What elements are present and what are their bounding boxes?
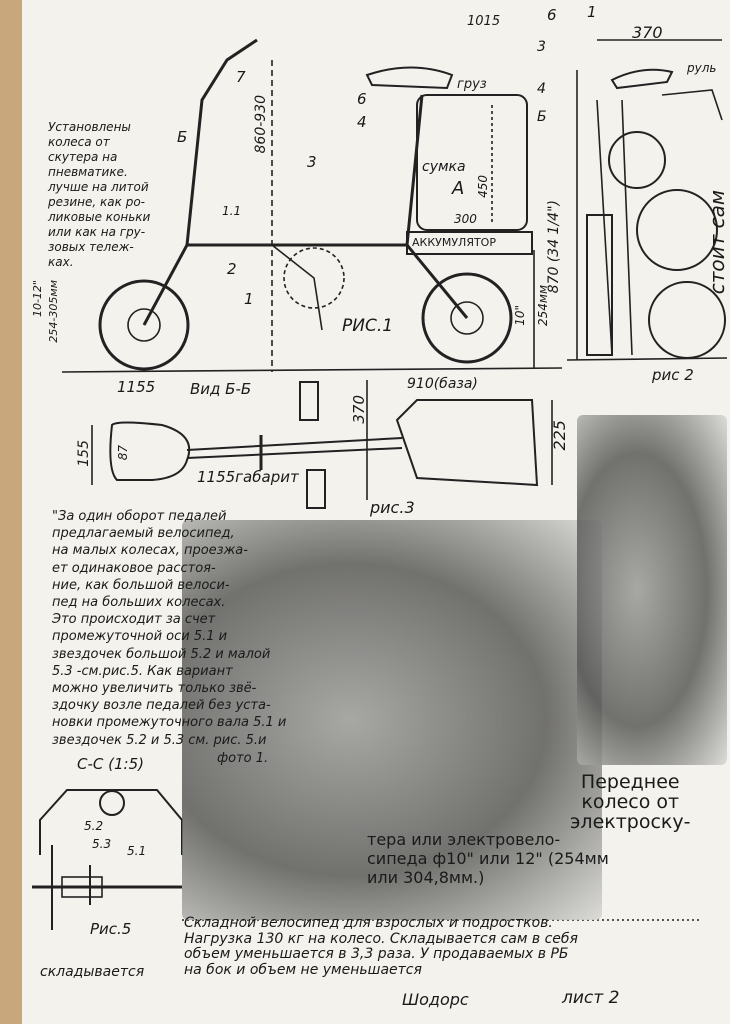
bag	[416, 94, 528, 231]
fig1-caption: РИС.1	[342, 316, 394, 336]
chain-line	[271, 244, 323, 331]
ground-line	[61, 367, 563, 373]
fig2-label-b: Б	[537, 109, 547, 125]
front-wheel-note-bottom: тера или электровело- сипеда ф10" или 12…	[367, 830, 609, 887]
chainring	[283, 247, 345, 309]
dim-1155: 1155	[117, 378, 156, 396]
fig3-dim-370: 370	[350, 395, 368, 424]
folded-bicycle-side-photo	[577, 415, 727, 765]
folded-bicycle-photo	[182, 520, 602, 920]
signature: Шодорс	[402, 990, 469, 1009]
fig5-label-5-2: 5.2	[84, 819, 104, 833]
front-wheel	[421, 272, 513, 364]
fig2-ground	[566, 357, 728, 361]
fig2-label-6: 6	[547, 6, 557, 24]
label-bag: сумка	[422, 159, 466, 175]
fig3-dim-87: 87	[116, 445, 130, 461]
fig2-dim-870: 870 (34 1/4")	[546, 200, 562, 294]
label-1: 1	[244, 290, 254, 308]
dim-wheel-mm: 254-305мм	[47, 280, 60, 343]
label-4: 4	[357, 113, 367, 131]
fig2-stands-note: стоит сам	[705, 190, 729, 295]
label-battery: АККУМУЛЯТОР	[412, 236, 496, 249]
fig2-label-1: 1	[587, 3, 597, 21]
gear-ratio-note: "За один оборот педалей предлагаемый вел…	[52, 509, 287, 748]
folds-label: складывается	[40, 964, 145, 980]
fig3-dim-225: 225	[550, 420, 569, 451]
fig2-label-handlebar: руль	[687, 61, 717, 75]
photo-reference: фото 1.	[217, 751, 269, 766]
dim-300: 300	[454, 212, 477, 226]
fig5-label-5-1: 5.1	[127, 844, 147, 858]
battery	[406, 231, 533, 255]
label-a: А	[452, 178, 465, 199]
dim-wheel-in: 10-12"	[31, 280, 44, 318]
label-6: 6	[357, 90, 367, 108]
seat-post	[405, 94, 424, 246]
fig5-label-5-3: 5.3	[92, 837, 112, 851]
label-b: Б	[177, 128, 188, 146]
fig2-caption: рис 2	[652, 366, 694, 384]
saddle	[365, 66, 454, 90]
label-2: 2	[227, 260, 237, 278]
dim-height: 860-930	[253, 95, 269, 154]
dim-10in: 10"	[513, 305, 527, 326]
front-wheel-note-top: Переднее колесо от электроску-	[570, 771, 691, 833]
dim-wheelbase: 910(база)	[407, 376, 478, 392]
technical-drawing-lines	[32, 38, 728, 930]
dim-450: 450	[476, 175, 490, 198]
fig3-dim-overall: 1155габарит	[197, 468, 299, 486]
view-b-b: Вид Б-Б	[190, 380, 252, 398]
fig3-dim-155: 155	[76, 440, 92, 467]
label-7: 7	[236, 68, 246, 86]
rear-wheel	[98, 279, 190, 371]
sheet-number: лист 2	[562, 988, 620, 1008]
dim-1015: 1015	[467, 14, 501, 29]
section-c-c: C-C (1:5)	[77, 755, 144, 773]
frame	[142, 243, 469, 326]
handlebar-stem	[185, 38, 258, 246]
front-hub	[450, 301, 484, 335]
fig3-front	[395, 399, 539, 487]
label-cargo: груз	[457, 77, 487, 92]
drawing-sheet: Установлены колеса от скутера на пневмат…	[22, 0, 730, 1024]
fig3-caption: рис.3	[370, 498, 415, 517]
fig2-dim-370: 370	[632, 23, 663, 42]
label-3: 3	[307, 153, 317, 171]
rear-hub	[127, 308, 161, 342]
label-1-1: 1.1	[222, 204, 242, 218]
fig2-label-4: 4	[537, 81, 546, 97]
fig3-rear	[109, 421, 191, 481]
fig2-battery	[586, 214, 613, 356]
fig2-label-3: 3	[537, 39, 546, 55]
wheel-note: Установлены колеса от скутера на пневмат…	[48, 120, 151, 269]
fig5-caption: Рис.5	[90, 920, 132, 938]
folding-bike-description: Складной велосипед для взрослых и подрос…	[184, 915, 578, 978]
